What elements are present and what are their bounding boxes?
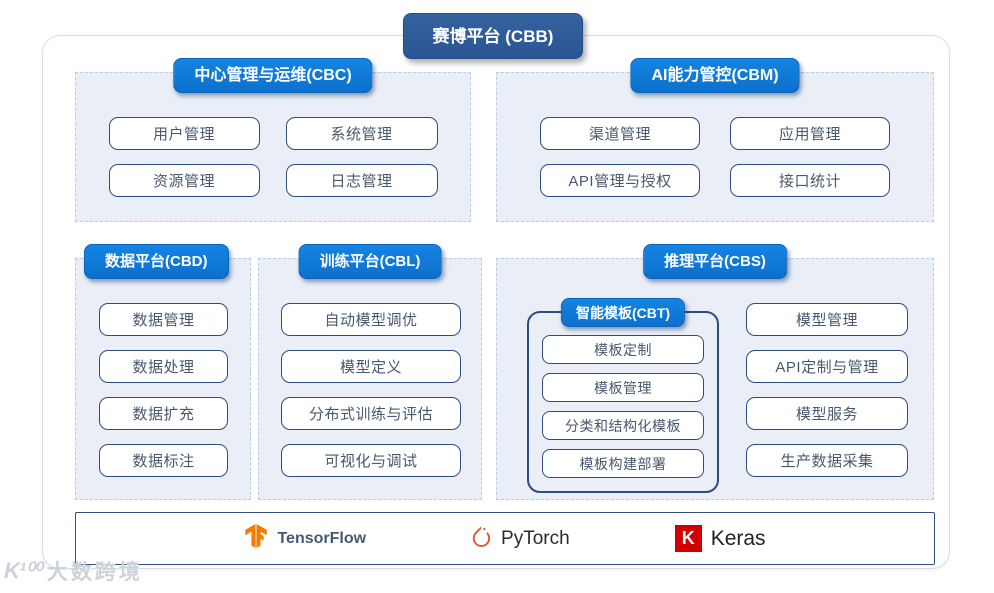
- module-box: 模型定义: [281, 350, 461, 383]
- module-box: 分类和结构化模板: [542, 411, 704, 440]
- module-box: 分布式训练与评估: [281, 397, 461, 430]
- module-box: 渠道管理: [540, 117, 700, 150]
- smart-template-group: 智能模板(CBT) 模板定制 模板管理 分类和结构化模板 模板构建部署: [527, 298, 719, 493]
- pytorch-icon: [471, 525, 492, 552]
- panel-ai-capability: AI能力管控(CBM) 渠道管理 应用管理 API管理与授权 接口统计: [496, 58, 934, 222]
- panel-data-platform-title: 数据平台(CBD): [84, 244, 229, 279]
- module-box: 数据扩充: [99, 397, 228, 430]
- watermark: K¹⁰⁰ 大数跨境: [4, 556, 143, 586]
- panel-training-platform: 训练平台(CBL) 自动模型调优 模型定义 分布式训练与评估 可视化与调试: [258, 244, 482, 500]
- panel-central-management-title: 中心管理与运维(CBC): [173, 58, 373, 93]
- module-box: 数据标注: [99, 444, 228, 477]
- framework-label: Keras: [710, 526, 766, 550]
- module-box: 系统管理: [285, 117, 438, 150]
- module-box: 用户管理: [108, 117, 260, 150]
- panel-data-platform: 数据平台(CBD) 数据管理 数据处理 数据扩充 数据标注: [75, 244, 251, 500]
- framework-label: TensorFlow: [277, 529, 367, 547]
- module-column: 自动模型调优 模型定义 分布式训练与评估 可视化与调试: [281, 303, 461, 477]
- module-column: 模板定制 模板管理 分类和结构化模板 模板构建部署: [542, 335, 704, 478]
- panel-inference-platform: 推理平台(CBS) 智能模板(CBT) 模板定制 模板管理 分类和结构化模板 模…: [496, 244, 934, 500]
- module-box: 资源管理: [108, 164, 260, 197]
- panel-central-management: 中心管理与运维(CBC) 用户管理 系统管理 资源管理 日志管理: [75, 58, 471, 222]
- module-box: API管理与授权: [540, 164, 700, 197]
- panel-inference-platform-title: 推理平台(CBS): [643, 244, 787, 279]
- module-box: 模型服务: [746, 397, 908, 430]
- module-box: 日志管理: [285, 164, 438, 197]
- module-box: 接口统计: [730, 164, 890, 197]
- smart-template-group-title: 智能模板(CBT): [560, 298, 686, 327]
- watermark-text: 大数跨境: [46, 561, 143, 584]
- framework-label: PyTorch: [501, 527, 570, 549]
- keras-icon: K: [674, 525, 702, 552]
- module-box: 模板管理: [542, 373, 704, 402]
- module-box: 生产数据采集: [746, 444, 908, 477]
- panel-training-platform-title: 训练平台(CBL): [298, 244, 442, 279]
- module-box: 数据管理: [99, 303, 228, 336]
- frameworks-bar: TensorFlow PyTorch K Keras: [75, 512, 935, 565]
- framework-keras: K Keras: [674, 525, 766, 552]
- module-column: 模型管理 API定制与管理 模型服务 生产数据采集: [746, 303, 908, 477]
- module-grid: 用户管理 系统管理 资源管理 日志管理: [76, 117, 470, 197]
- module-box: 模型管理: [746, 303, 908, 336]
- platform-title-badge: 赛博平台 (CBB): [403, 13, 583, 59]
- panel-ai-capability-title: AI能力管控(CBM): [630, 58, 800, 93]
- module-box: 应用管理: [730, 117, 890, 150]
- module-box: 模板构建部署: [542, 449, 704, 478]
- module-box: API定制与管理: [746, 350, 908, 383]
- module-column: 数据管理 数据处理 数据扩充 数据标注: [99, 303, 228, 477]
- module-box: 自动模型调优: [281, 303, 461, 336]
- tensorflow-icon: [244, 524, 268, 553]
- module-grid: 渠道管理 应用管理 API管理与授权 接口统计: [497, 117, 933, 197]
- framework-pytorch: PyTorch: [471, 525, 570, 552]
- module-box: 可视化与调试: [281, 444, 461, 477]
- module-box: 数据处理: [99, 350, 228, 383]
- watermark-logo-icon: K¹⁰⁰: [4, 558, 42, 583]
- module-box: 模板定制: [542, 335, 704, 364]
- framework-tensorflow: TensorFlow: [244, 524, 366, 553]
